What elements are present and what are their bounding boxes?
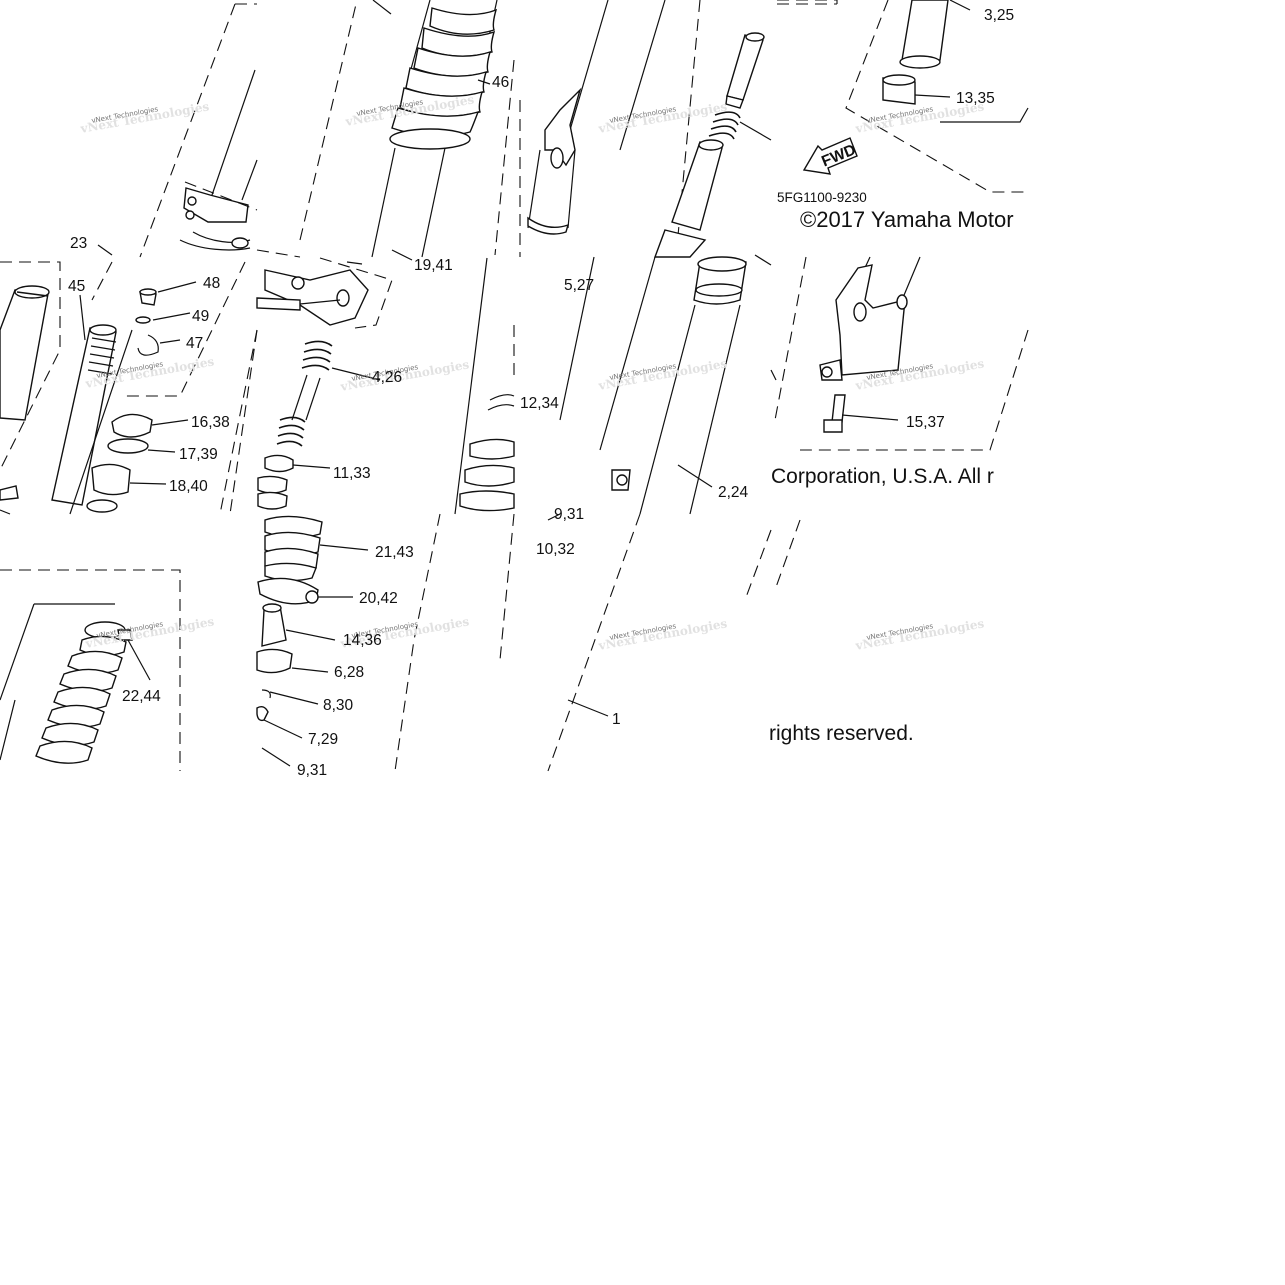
tile-middle-right-center xyxy=(513,256,747,521)
watermark: vNext Technologies vNext Technologies xyxy=(338,357,470,394)
watermark: vNext Technologies vNext Technologies xyxy=(596,616,728,653)
fork-boot-upper xyxy=(389,7,498,150)
callout-15-37: 15,37 xyxy=(906,414,945,431)
callout-21-43: 21,43 xyxy=(375,544,414,561)
tile-lower-right-center xyxy=(547,513,801,772)
copyright-line-3: rights reserved. xyxy=(769,722,914,745)
callout-19-41: 19,41 xyxy=(414,257,453,274)
callout-3-25: 3,25 xyxy=(984,7,1014,24)
callout-14-36: 14,36 xyxy=(343,632,382,649)
watermark: vNext Technologies vNext Technologies xyxy=(78,99,210,136)
watermark: vNext Technologies vNext Technologies xyxy=(596,99,728,136)
fwd-label: FWD xyxy=(819,141,858,170)
tile-middle-right xyxy=(770,256,1029,451)
callout-5-27: 5,27 xyxy=(564,277,594,294)
copyright-line-1: ©2017 Yamaha Motor xyxy=(800,207,1014,232)
callout-16-38: 16,38 xyxy=(191,414,230,431)
tile-lower-left xyxy=(0,569,181,771)
callout-17-39: 17,39 xyxy=(179,446,218,463)
callout-13-35: 13,35 xyxy=(956,90,995,107)
part-code: 5FG1100-9230 xyxy=(777,190,867,205)
fwd-arrow: FWD xyxy=(802,137,858,175)
watermark: vNext Technologies vNext Technologies xyxy=(83,614,215,651)
tile-lower-center xyxy=(256,513,515,772)
callout-20-42: 20,42 xyxy=(359,590,398,607)
callout-48: 48 xyxy=(203,275,220,292)
watermark: vNext Technologies vNext Technologies xyxy=(853,616,985,653)
callout-45: 45 xyxy=(68,278,85,295)
callout-10-32: 10,32 xyxy=(536,541,575,558)
callout-2-24: 2,24 xyxy=(718,484,749,501)
callout-47: 47 xyxy=(186,335,203,352)
callout-22-44: 22,44 xyxy=(122,688,161,705)
callout-6-28: 6,28 xyxy=(334,664,364,681)
callout-11-33: 11,33 xyxy=(333,465,371,482)
tile-center xyxy=(229,257,515,515)
callout-12-34: 12,34 xyxy=(520,395,559,412)
callout-23: 23 xyxy=(70,235,87,252)
copyright-line-2: Corporation, U.S.A. All r xyxy=(771,465,994,488)
callout-labels: 23 45 48 49 47 16,38 17,39 18,40 22,44 4… xyxy=(68,7,1014,779)
callout-1: 1 xyxy=(612,711,621,728)
rod-assembly xyxy=(725,32,765,109)
callout-4-26: 4,26 xyxy=(372,369,402,386)
watermark: vNext Technologies vNext Technologies xyxy=(596,356,728,393)
callout-9-31-lower: 9,31 xyxy=(297,762,327,779)
tile-upper-left xyxy=(97,3,258,258)
callout-7-29: 7,29 xyxy=(308,731,338,748)
callout-9-31-upper: 9,31 xyxy=(554,506,584,523)
tile-middle-left xyxy=(0,261,258,515)
tile-upper-right-middle xyxy=(519,0,837,266)
fork-boot-lower xyxy=(35,621,127,764)
callout-46: 46 xyxy=(492,74,509,91)
tile-upper-right: FWD 5FG1100-9230 ©2017 Yamaha Motor xyxy=(777,0,1029,232)
callout-49: 49 xyxy=(192,308,209,325)
callout-8-30: 8,30 xyxy=(323,697,354,714)
callout-18-40: 18,40 xyxy=(169,478,208,495)
tile-upper-middle xyxy=(256,0,515,261)
